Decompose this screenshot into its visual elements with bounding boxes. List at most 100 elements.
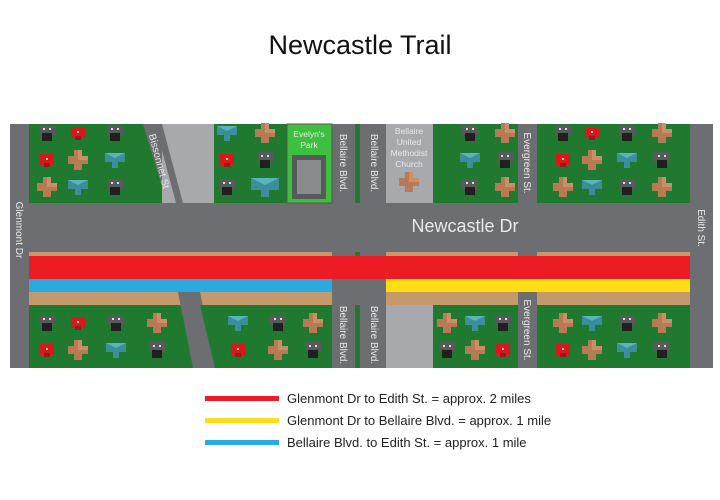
house-dark-icon (305, 342, 321, 358)
street-label-bellaire: Bellaire Blvd. (337, 306, 348, 364)
house-teal-icon (68, 180, 88, 195)
sidewalk (537, 252, 690, 256)
house-teal-icon (617, 343, 637, 358)
trail-yellow (386, 279, 690, 292)
sidewalk (386, 252, 518, 256)
street-label-edith: Edith St. (695, 209, 706, 247)
house-red-icon (71, 127, 85, 140)
house-red-icon (40, 344, 54, 357)
house-red-icon (220, 154, 234, 167)
church-label: Bellaire (395, 126, 424, 136)
street-label-bellaire: Bellaire Blvd. (337, 134, 348, 192)
house-teal-icon (582, 180, 602, 195)
sidewalk (29, 252, 332, 256)
house-dark-icon (270, 315, 286, 331)
church-label: Church (395, 159, 423, 169)
trail-blue (29, 279, 332, 292)
house-teal-icon (228, 316, 248, 331)
house-tan-icon (582, 150, 602, 170)
house-tan-icon (303, 313, 323, 333)
house-tan-icon (553, 177, 573, 197)
block-grass (29, 124, 167, 203)
street-label-bellaire: Bellaire Blvd. (368, 134, 379, 192)
street-label-evergreen: Evergreen St. (521, 132, 532, 193)
trail-red (29, 256, 690, 279)
house-dark-icon (39, 125, 55, 141)
legend-item-red: Glenmont Dr to Edith St. = approx. 2 mil… (205, 390, 531, 406)
house-red-icon (40, 154, 54, 167)
house-teal-icon (582, 316, 602, 331)
house-tan-icon (652, 123, 672, 143)
sidewalk (537, 292, 690, 305)
house-dark-icon (462, 179, 478, 195)
house-tan-icon (255, 123, 275, 143)
house-dark-icon (619, 179, 635, 195)
map-title: Newcastle Trail (268, 30, 452, 60)
house-tan-icon (495, 177, 515, 197)
house-dark-icon (39, 315, 55, 331)
church-label: Methodist (391, 148, 428, 158)
house-red-icon (231, 344, 245, 357)
house-tan-icon (268, 340, 288, 360)
legend-label: Glenmont Dr to Bellaire Blvd. = approx. … (287, 412, 552, 428)
park-building-roof (297, 160, 321, 194)
house-dark-icon (149, 342, 165, 358)
church-label: United (397, 137, 422, 147)
bissonnet-road (178, 292, 215, 368)
house-teal-icon (217, 126, 237, 141)
legend-swatch-yellow (205, 417, 279, 423)
legend-label: Bellaire Blvd. to Edith St. = approx. 1 … (287, 434, 527, 450)
house-dark-icon (497, 152, 513, 168)
house-tan-icon (652, 313, 672, 333)
sidewalk (386, 292, 518, 305)
house-dark-icon (107, 179, 123, 195)
house-dark-icon (108, 315, 124, 331)
house-dark-icon (619, 125, 635, 141)
house-tan-icon (652, 177, 672, 197)
house-tan-icon (68, 340, 88, 360)
house-red-icon (71, 317, 85, 330)
bissonnet-road (155, 124, 183, 203)
house-tan-icon (399, 172, 419, 192)
street-label-bellaire: Bellaire Blvd. (368, 306, 379, 364)
house-dark-icon (555, 125, 571, 141)
house-tan-icon (465, 340, 485, 360)
legend-item-yellow: Glenmont Dr to Bellaire Blvd. = approx. … (205, 412, 551, 428)
house-tan-icon (147, 313, 167, 333)
house-red-icon (556, 154, 570, 167)
legend-item-blue: Bellaire Blvd. to Edith St. = approx. 1 … (205, 434, 527, 450)
house-teal-icon (105, 153, 125, 168)
legend-label: Glenmont Dr to Edith St. = approx. 2 mil… (287, 390, 531, 406)
park-label: Evelyn's (293, 129, 324, 139)
house-dark-icon (257, 152, 273, 168)
house-red-icon (556, 344, 570, 357)
house-red-icon (585, 127, 599, 140)
house-dark-icon (219, 179, 235, 195)
house-tan-icon (68, 150, 88, 170)
house-tan-icon (582, 340, 602, 360)
house-red-icon (496, 344, 510, 357)
house-dark-icon (107, 125, 123, 141)
house-tan-icon (495, 123, 515, 143)
street-label-newcastle: Newcastle Dr (411, 216, 518, 236)
house-teal-icon (106, 343, 126, 358)
house-teal-icon (460, 153, 480, 168)
house-dark-icon (495, 315, 511, 331)
street-label-evergreen: Evergreen St. (521, 299, 532, 360)
parking-lot (386, 305, 433, 368)
house-teal-icon (465, 316, 485, 331)
house-tan-icon (37, 177, 57, 197)
street-label-glenmont: Glenmont Dr (13, 202, 24, 259)
house-dark-icon (654, 152, 670, 168)
park-border (286, 123, 333, 204)
house-dark-icon (462, 125, 478, 141)
legend-swatch-blue (205, 439, 279, 445)
house-teal-icon (617, 153, 637, 168)
house-dark-icon (654, 342, 670, 358)
median (355, 124, 360, 203)
house-tan-icon (437, 313, 457, 333)
house-bigteal-icon (251, 178, 279, 197)
median (355, 252, 360, 256)
block-grass (29, 305, 193, 368)
